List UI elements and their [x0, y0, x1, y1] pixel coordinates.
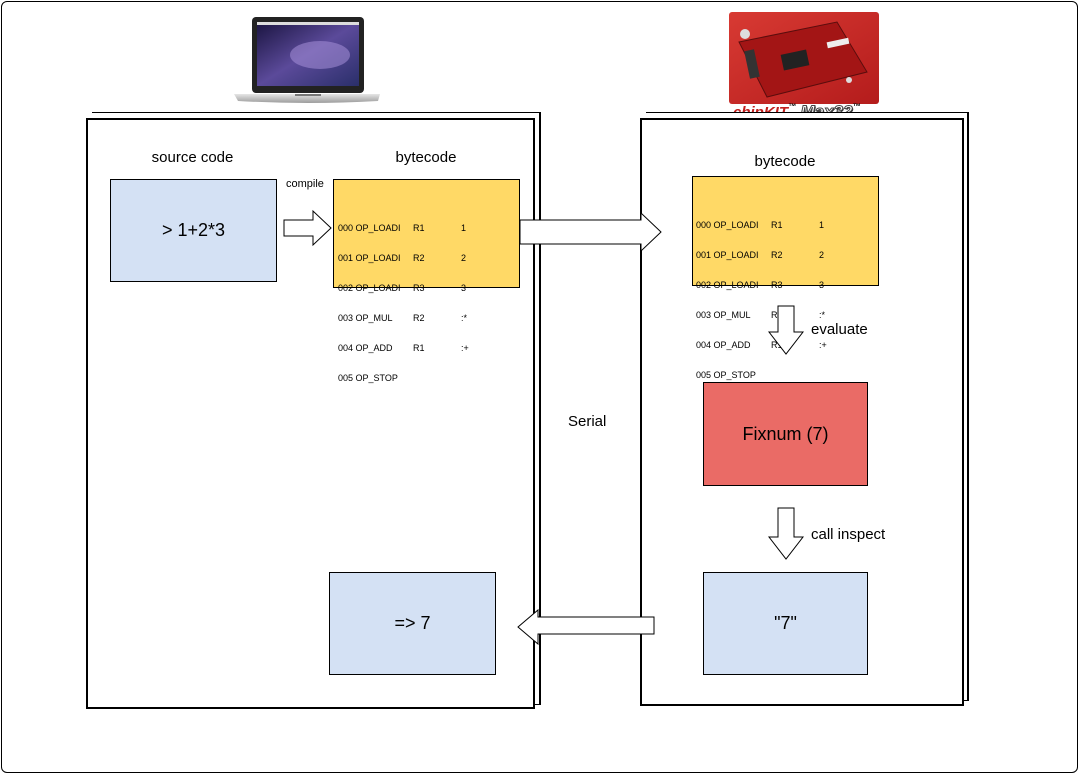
bytecode-row: 002 OP_LOADI R3 3 [696, 280, 849, 290]
bytecode-arg: :* [461, 313, 468, 323]
bytecode-op: 001 OP_LOADI [696, 250, 759, 260]
serial-label: Serial [568, 413, 607, 430]
bytecode-arg: :+ [819, 340, 827, 350]
bytecode-row: 001 OP_LOADI R2 2 [338, 253, 491, 263]
bytecode-reg: R2 [413, 253, 425, 263]
bytecode-row: 003 OP_MUL R2 :* [696, 310, 849, 320]
bytecode-listing-right: 000 OP_LOADI R1 1 001 OP_LOADI R2 2 002 OP_L… [696, 200, 849, 390]
bytecode-op: 003 OP_MUL [338, 313, 393, 323]
bytecode-arg: 3 [819, 280, 825, 290]
bytecode-op: 003 OP_MUL [696, 310, 751, 320]
bytecode-row: 003 OP_MUL R2 :* [338, 313, 491, 323]
chipkit-logo-tm2: ™ [852, 102, 861, 111]
bytecode-row: 002 OP_LOADI R3 3 [338, 283, 491, 293]
bytecode-row: 001 OP_LOADI R2 2 [696, 250, 849, 260]
bytecode-op: 000 OP_LOADI [696, 220, 759, 230]
bytecode-reg: R2 [413, 313, 425, 323]
bytecode-row: 000 OP_LOADI R1 1 [338, 223, 491, 233]
bytecode-reg: R1 [413, 223, 425, 233]
bytecode-op: 005 OP_STOP [696, 370, 756, 380]
source-code-heading: source code [151, 149, 234, 166]
bytecode-box-left [333, 179, 520, 288]
bytecode-arg: :+ [461, 343, 469, 353]
fixnum-box: Fixnum (7) [703, 382, 868, 486]
bytecode-row: 004 OP_ADD R1 :+ [338, 343, 491, 353]
bytecode-reg: R3 [413, 283, 425, 293]
bytecode-reg: R2 [771, 310, 783, 320]
bytecode-arg: 1 [461, 223, 467, 233]
bytecode-heading-left: bytecode [395, 149, 457, 166]
bytecode-reg: R1 [771, 220, 783, 230]
bytecode-op: 002 OP_LOADI [696, 280, 759, 290]
bytecode-op: 000 OP_LOADI [338, 223, 401, 233]
bytecode-arg: :* [819, 310, 826, 320]
bytecode-row: 004 OP_ADD R1 :+ [696, 340, 849, 350]
bytecode-arg: 2 [461, 253, 467, 263]
bytecode-op: 001 OP_LOADI [338, 253, 401, 263]
bytecode-row: 005 OP_STOP [696, 370, 849, 380]
bytecode-row: 005 OP_STOP [338, 373, 491, 383]
bytecode-op: 004 OP_ADD [338, 343, 393, 353]
call-inspect-label: call inspect [811, 526, 886, 543]
bytecode-reg: R3 [771, 280, 783, 290]
bytecode-arg: 1 [819, 220, 825, 230]
inspect-arrow [767, 507, 805, 560]
laptop-icon [230, 15, 385, 103]
serial-send-arrow [519, 211, 662, 253]
bytecode-listing-left: 000 OP_LOADI R1 1 001 OP_LOADI R2 2 002 OP_L… [338, 203, 491, 393]
bytecode-reg: R1 [771, 340, 783, 350]
bytecode-reg: R1 [413, 343, 425, 353]
bytecode-op: 005 OP_STOP [338, 373, 398, 383]
compile-label: compile [286, 178, 324, 190]
string-result-box: "7" [703, 572, 868, 675]
bytecode-heading-right: bytecode [754, 153, 816, 170]
chipkit-logo-tm1: ™ [788, 102, 796, 111]
bytecode-reg: R2 [771, 250, 783, 260]
compile-arrow [283, 209, 332, 247]
result-box: => 7 [329, 572, 496, 675]
bytecode-op: 002 OP_LOADI [338, 283, 401, 293]
bytecode-op: 004 OP_ADD [696, 340, 751, 350]
source-code-box: > 1+2*3 [110, 179, 277, 282]
bytecode-arg: 3 [461, 283, 467, 293]
evaluate-arrow [767, 305, 805, 355]
evaluate-label: evaluate [811, 321, 868, 338]
serial-return-arrow [517, 608, 655, 646]
bytecode-row: 000 OP_LOADI R1 1 [696, 220, 849, 230]
bytecode-box-right [692, 176, 879, 286]
bytecode-arg: 2 [819, 250, 825, 260]
